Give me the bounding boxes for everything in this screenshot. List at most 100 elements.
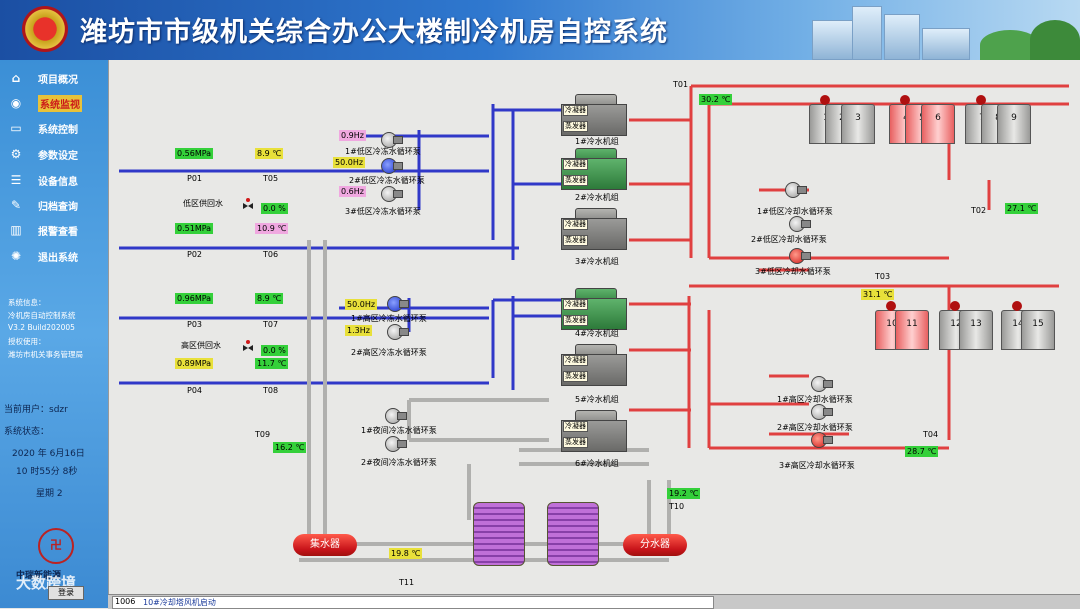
high-chilled-pump-1[interactable] [387,296,409,312]
low-cooling-pump2-label: 2#低区冷却水循环泵 [751,235,827,244]
low-pump2-hz: 50.0Hz [333,157,366,168]
high-cooling-pump2-label: 2#高区冷却水循环泵 [777,423,853,432]
low-cooling-pump-1[interactable] [785,182,807,198]
high-zone-valve-value: 0.0 % [261,345,288,356]
t02-label: T02 [971,206,987,215]
low-cooling-pump3-label: 3#低区冷却水循环泵 [755,267,831,276]
sidebar-item-control[interactable]: ▭系统控制 [8,118,104,138]
status-prefix: 1006 [115,597,136,606]
high-pump2-hz: 1.3Hz [345,325,372,336]
low-zone-valve[interactable] [243,198,253,210]
high-pump1-label: 1#高区冷冻水循环泵 [351,314,427,323]
tree-image [1030,20,1080,60]
high-zone-valve[interactable] [243,340,253,352]
p03-label: P03 [187,320,203,329]
low-chilled-pump-1[interactable] [381,132,403,148]
cooling-tower-group-3[interactable]: 7 8 9 [965,94,1061,144]
building-image [852,6,882,60]
status-message-box: 1006 10#冷却塔风机启动 [112,596,714,609]
company-logo-icon: 卍 [38,528,74,564]
high-chilled-pump-2[interactable] [387,324,409,340]
high-pump2-label: 2#高区冷冻水循环泵 [351,348,427,357]
high-cooling-pump-3[interactable] [811,432,833,448]
chiller-5-label: 5#冷水机组 [575,395,619,404]
fan-icon [950,301,960,311]
sidebar-item-settings[interactable]: ⚙参数设定 [8,144,104,164]
fan-icon [820,95,830,105]
low-pump1-hz: 0.9Hz [339,130,366,141]
water-distributor-tank[interactable]: 分水器 [623,534,687,556]
chiller-3[interactable]: 冷凝器蒸发器 [561,208,627,250]
low-cooling-pump-3[interactable] [789,248,811,264]
status-bar: 1006 10#冷却塔风机启动 [108,594,1080,609]
t01-label: T01 [673,80,689,89]
chiller-2[interactable]: 冷凝器蒸发器 [561,148,627,190]
p01-label: P01 [187,174,203,183]
t11-value: 19.8 ℃ [389,548,423,559]
chiller-2-label: 2#冷水机组 [575,193,619,202]
sysinfo-license: 授权使用： [8,337,46,346]
sidebar-item-alarms[interactable]: ▥报警查看 [8,220,104,240]
sidebar-item-equipment[interactable]: ☰设备信息 [8,170,104,190]
status-message: 10#冷却塔风机启动 [143,598,216,607]
water-collector-tank[interactable]: 集水器 [293,534,357,556]
t01-value: 30.2 ℃ [699,94,733,105]
status-label: 系统状态： [4,427,50,437]
t08-value: 11.7 ℃ [255,358,289,369]
p04-value: 0.89MPa [175,358,214,369]
t07-value: 8.9 ℃ [255,293,284,304]
heat-exchanger-2[interactable] [547,502,599,566]
t10-label: T10 [669,502,685,511]
chiller-6[interactable]: 冷凝器蒸发器 [561,410,627,452]
low-pump1-label: 1#低区冷冻水循环泵 [345,147,421,156]
sidebar-item-archive[interactable]: ✎归档查询 [8,195,104,215]
sidebar: ⌂项目概况 ◉系统监视 ▭系统控制 ⚙参数设定 ☰设备信息 ✎归档查询 ▥报警查… [0,60,108,608]
building-image [884,14,920,60]
building-image [922,28,970,60]
high-pump1-hz: 50.0Hz [345,299,378,310]
company-name: 中瑞新能源 [16,571,62,581]
night-chilled-pump-2[interactable] [385,436,407,452]
chiller-4[interactable]: 冷凝器蒸发器 [561,288,627,330]
exit-icon: ✺ [10,249,22,263]
low-chilled-pump-2[interactable] [381,158,403,174]
cooling-tower-group-5[interactable]: 12 13 [939,300,1035,350]
t05-value: 8.9 ℃ [255,148,284,159]
t04-value: 28.7 ℃ [905,446,939,457]
fan-icon [886,301,896,311]
cooling-tower-group-2[interactable]: 4 5 6 [889,94,985,144]
night-pump2-label: 2#夜间冷冻水循环泵 [361,458,437,467]
heat-exchanger-1[interactable] [473,502,525,566]
high-cooling-pump-1[interactable] [811,376,833,392]
high-cooling-pump-2[interactable] [811,404,833,420]
sysinfo-name: 冷机房自动控制系统 [8,311,76,320]
t10-value: 19.2 ℃ [667,488,701,499]
national-emblem-icon [22,6,68,52]
sidebar-item-monitor[interactable]: ◉系统监视 [8,93,104,113]
night-pump1-label: 1#夜间冷冻水循环泵 [361,426,437,435]
low-pump3-label: 3#低区冷冻水循环泵 [345,207,421,216]
cooling-tower-group-1[interactable]: 1 2 3 [809,94,905,144]
cooling-tower-group-4[interactable]: 10 11 [875,300,971,350]
current-user: 当前用户：sdzr [4,405,68,415]
fan-icon [1012,301,1022,311]
cooling-tower-group-6[interactable]: 14 15 [1001,300,1080,350]
chiller-1[interactable]: 冷凝器蒸发器 [561,94,627,136]
night-chilled-pump-1[interactable] [385,408,407,424]
status-weekday: 星期 2 [36,489,63,499]
chiller-4-label: 4#冷水机组 [575,329,619,338]
eye-icon: ◉ [10,96,22,110]
low-cooling-pump-2[interactable] [789,216,811,232]
chiller-6-label: 6#冷水机组 [575,459,619,468]
low-pump2-label: 2#低区冷冻水循环泵 [349,176,425,185]
sidebar-item-overview[interactable]: ⌂项目概况 [8,68,104,88]
t09-value: 16.2 ℃ [273,442,307,453]
bar-chart-icon: ▥ [10,223,22,237]
fan-icon [900,95,910,105]
chiller-3-label: 3#冷水机组 [575,257,619,266]
t08-label: T08 [263,386,279,395]
login-button[interactable]: 登录 [48,586,84,600]
sidebar-item-exit[interactable]: ✺退出系统 [8,246,104,266]
low-chilled-pump-3[interactable] [381,186,403,202]
chiller-5[interactable]: 冷凝器蒸发器 [561,344,627,386]
